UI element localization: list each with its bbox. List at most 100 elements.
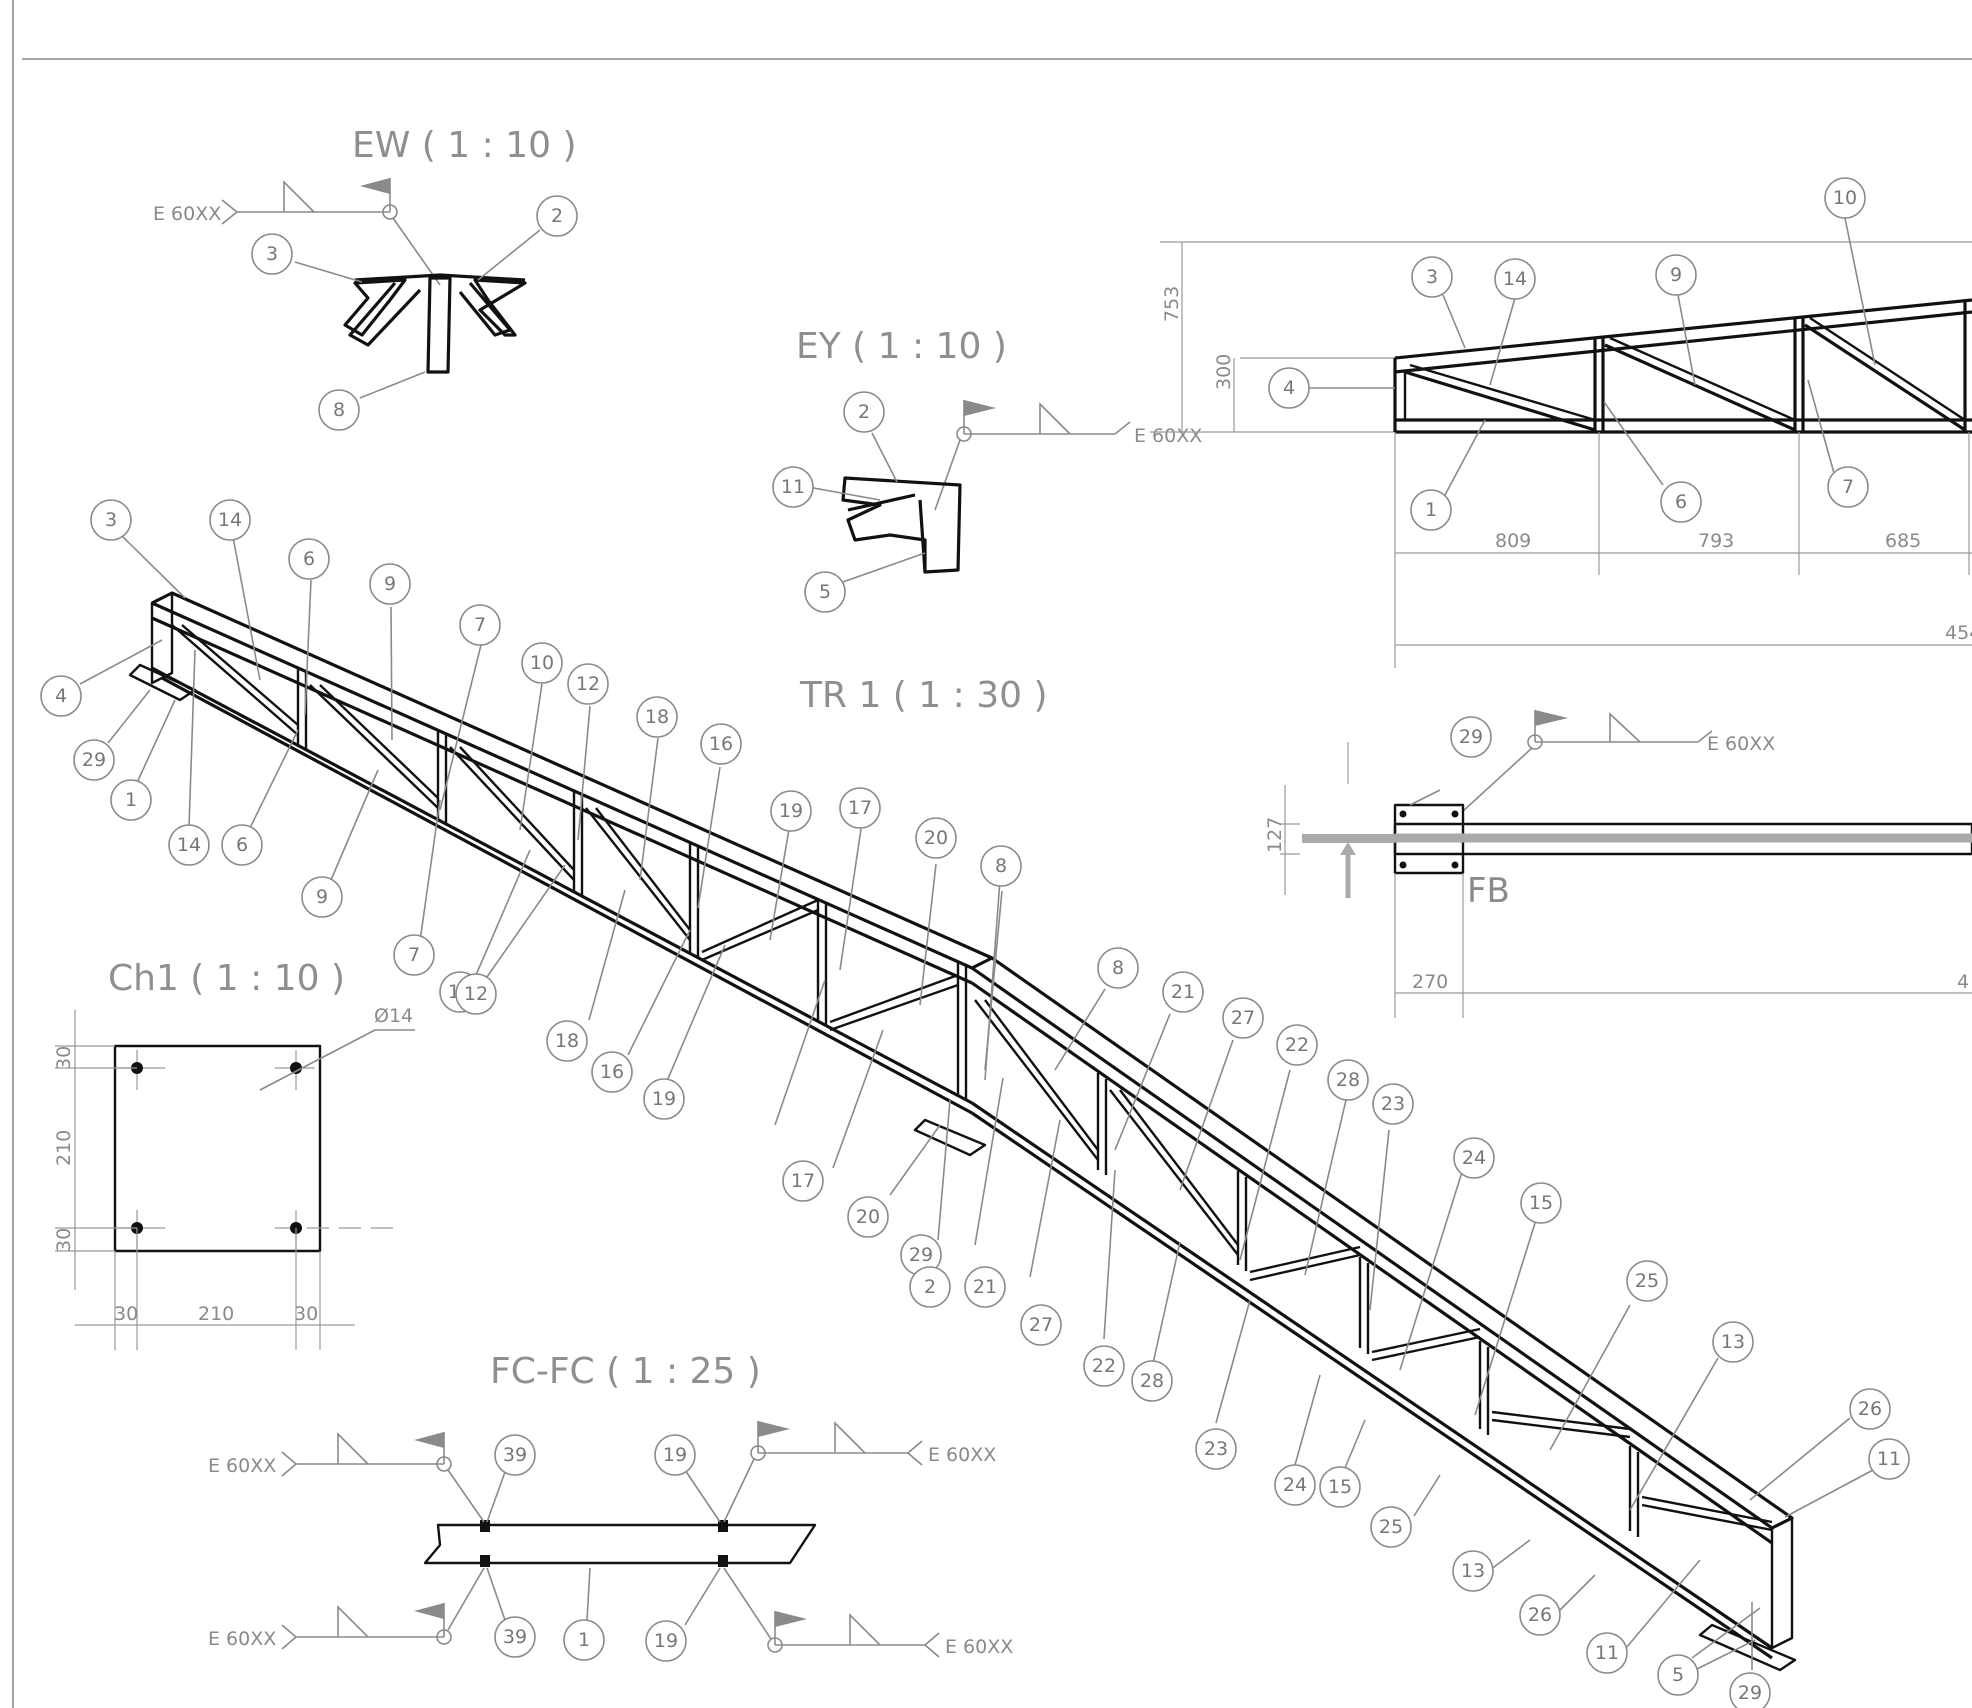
balloon-label-tr1-14: 29 <box>82 749 106 771</box>
balloon-tr1-31 <box>1276 1024 1318 1066</box>
truss-diagonals <box>171 624 1773 1532</box>
balloon-tr1-43 <box>1083 1345 1125 1387</box>
balloon-label-tr1-30: 27 <box>1231 1007 1255 1029</box>
truss-verticals <box>296 668 1640 1537</box>
balloon-label-tr1-41: 21 <box>973 1276 997 1298</box>
balloon-tr1-23 <box>591 1051 633 1093</box>
balloon-label-tr1-25: 17 <box>791 1170 815 1192</box>
balloon-label-tr1-17: 6 <box>236 834 248 856</box>
balloon-fcfc-2 <box>494 1616 536 1658</box>
balloon-elev-1 <box>1411 256 1453 298</box>
balloon-tr1-46 <box>1274 1464 1316 1506</box>
dim-ch1-edge-left: 30 <box>114 1303 138 1325</box>
truss-leaders <box>79 536 1874 1671</box>
weld-label-fc-tl: E 60XX <box>208 1455 276 1477</box>
balloon-elev-2 <box>1494 258 1536 300</box>
dim-ch1-edge-right: 30 <box>294 1303 318 1325</box>
view-title-fcfc: FC-FC ( 1 : 25 ) <box>490 1351 761 1392</box>
balloon-tr1-11 <box>915 817 957 859</box>
balloon-elev-4 <box>1268 367 1310 409</box>
balloon-tr1-3 <box>369 563 411 605</box>
detail-ey: E 60XX <box>807 400 1202 584</box>
balloon-tr1-9 <box>770 790 812 832</box>
balloon-fcfc-3 <box>563 1619 605 1661</box>
balloon-elev-7 <box>1827 466 1869 508</box>
balloon-label-tr1-1: 14 <box>218 509 242 531</box>
balloon-label-tr1-46: 24 <box>1283 1474 1307 1496</box>
balloon-tr1-30 <box>1222 997 1264 1039</box>
balloon-label-tr1-5: 10 <box>530 652 554 674</box>
balloon-tr1-13 <box>40 675 82 717</box>
balloon-label-tr1-45: 23 <box>1204 1438 1228 1460</box>
balloon-label-elev-7: 7 <box>1842 476 1854 498</box>
view-title-tr1: TR 1 ( 1 : 30 ) <box>799 675 1048 716</box>
balloon-tr1-36 <box>1626 1260 1668 1302</box>
balloon-label-elev-0: 10 <box>1833 187 1857 209</box>
balloon-tr1-40 <box>909 1266 951 1308</box>
balloon-tr1-38 <box>1849 1388 1891 1430</box>
balloon-ew-2 <box>318 389 360 431</box>
balloon-tr1-42 <box>1020 1304 1062 1346</box>
dim-bay2: 793 <box>1698 530 1734 552</box>
balloon-label-tr1-23: 16 <box>600 1061 624 1083</box>
balloon-label-tr1-22: 18 <box>555 1030 579 1052</box>
balloon-label-tr1-28: 8 <box>1112 957 1124 979</box>
balloon-label-elev-1: 3 <box>1426 266 1438 288</box>
dim-fb-height: 127 <box>1264 817 1286 853</box>
weld-label-fb: E 60XX <box>1707 733 1775 755</box>
balloon-tr1-37 <box>1712 1321 1754 1363</box>
balloon-label-fb-0: 29 <box>1459 726 1483 748</box>
weld-label-fc-tr: E 60XX <box>928 1444 996 1466</box>
balloon-ey-2 <box>804 571 846 613</box>
balloon-tr1-44 <box>1131 1360 1173 1402</box>
balloon-label-fcfc-1: 19 <box>663 1444 687 1466</box>
balloon-label-tr1-13: 4 <box>55 685 67 707</box>
balloon-label-tr1-39: 11 <box>1877 1448 1901 1470</box>
dim-fb-overall-partial: 4 <box>1957 971 1969 993</box>
detail-ch1: Ø14 30 210 30 30 210 30 <box>53 1005 415 1350</box>
balloon-label-elev-6: 6 <box>1675 491 1687 513</box>
balloon-label-tr1-48: 25 <box>1379 1516 1403 1538</box>
balloon-label-elev-4: 4 <box>1283 377 1295 399</box>
balloon-tr1-15 <box>110 779 152 821</box>
balloon-label-ey-0: 2 <box>858 401 870 423</box>
balloon-label-tr1-15: 1 <box>125 789 137 811</box>
balloon-label-tr1-29: 21 <box>1171 981 1195 1003</box>
balloon-elev-0 <box>1824 177 1866 219</box>
balloon-tr1-32 <box>1327 1059 1369 1101</box>
balloon-tr1-4 <box>459 604 501 646</box>
balloon-label-tr1-42: 27 <box>1029 1314 1053 1336</box>
balloon-fcfc-0 <box>494 1434 536 1476</box>
balloon-label-tr1-3: 9 <box>384 573 396 595</box>
balloon-label-elev-5: 1 <box>1425 499 1437 521</box>
weld-label-ew: E 60XX <box>153 203 221 225</box>
balloon-label-ew-2: 8 <box>333 399 345 421</box>
balloon-label-tr1-21: 12 <box>464 983 488 1005</box>
balloon-tr1-47 <box>1319 1466 1361 1508</box>
balloon-label-tr1-50: 26 <box>1528 1604 1552 1626</box>
balloon-ey-1 <box>772 466 814 508</box>
balloon-label-tr1-40: 2 <box>924 1276 936 1298</box>
balloon-label-tr1-6: 12 <box>576 673 600 695</box>
balloon-tr1-14 <box>73 739 115 781</box>
balloon-label-tr1-36: 25 <box>1635 1270 1659 1292</box>
view-title-ew: EW ( 1 : 10 ) <box>352 125 577 166</box>
balloon-tr1-22 <box>546 1020 588 1062</box>
dim-bay3: 685 <box>1885 530 1921 552</box>
dim-ch1-edge-bottom: 30 <box>53 1228 75 1252</box>
balloon-label-tr1-35: 15 <box>1529 1192 1553 1214</box>
balloon-label-tr1-51: 11 <box>1595 1642 1619 1664</box>
dim-elev-height: 753 <box>1161 286 1183 322</box>
weld-label-fc-br: E 60XX <box>945 1636 1013 1658</box>
dim-ch1-edge-top: 30 <box>53 1046 75 1070</box>
balloon-label-tr1-2: 6 <box>303 548 315 570</box>
balloon-tr1-35 <box>1520 1182 1562 1224</box>
balloon-label-ew-1: 3 <box>266 243 278 265</box>
balloon-label-fcfc-4: 19 <box>654 1630 678 1652</box>
dim-elev-depth: 300 <box>1213 354 1235 390</box>
balloon-label-ey-2: 5 <box>819 581 831 603</box>
balloon-label-tr1-9: 19 <box>779 800 803 822</box>
balloon-fcfc-4 <box>645 1620 687 1662</box>
balloon-tr1-41 <box>964 1266 1006 1308</box>
